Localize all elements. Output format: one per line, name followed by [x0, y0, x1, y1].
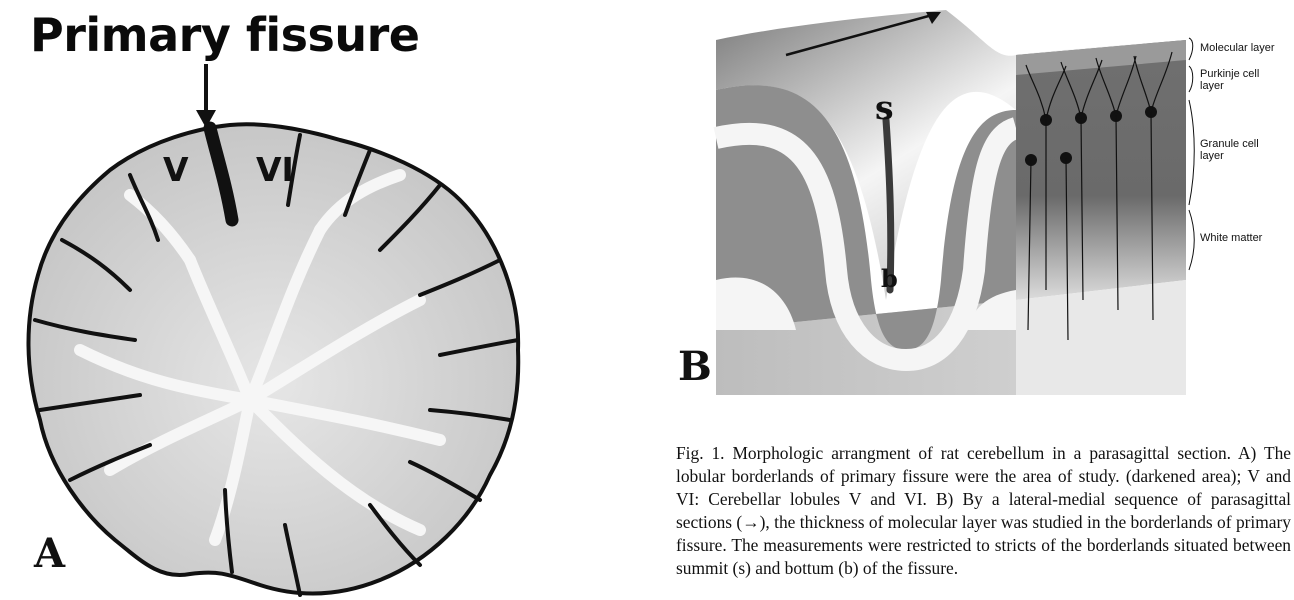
layer-brackets: [1189, 38, 1194, 270]
white-matter-label: White matter: [1200, 232, 1290, 244]
lobule-vi-label: VI: [256, 150, 294, 189]
molecular-layer-label: Molecular layer: [1200, 42, 1290, 54]
purkinje-layer-label: Purkinje cell layer: [1200, 68, 1264, 92]
figure-caption: Fig. 1. Morphologic arrangment of rat ce…: [676, 442, 1291, 580]
side-face-white: [1016, 280, 1186, 395]
figure-panel-a: Primary fissure V VI A: [0, 0, 640, 600]
side-face: [1016, 40, 1186, 300]
cerebellum-section-drawing: [0, 0, 640, 600]
granule-layer-label: Granule cell layer: [1200, 138, 1264, 162]
summit-label: s: [875, 88, 894, 127]
panel-letter-a: A: [34, 530, 65, 577]
bottom-label: b: [881, 264, 898, 293]
figure-panel-b: s b B Molecular layer Purkinje cell laye…: [656, 0, 1294, 400]
figure-title: Primary fissure: [30, 8, 420, 62]
fissure-block-diagram: [656, 0, 1294, 400]
lobule-v-label: V: [163, 150, 189, 189]
panel-letter-b: B: [678, 343, 712, 390]
